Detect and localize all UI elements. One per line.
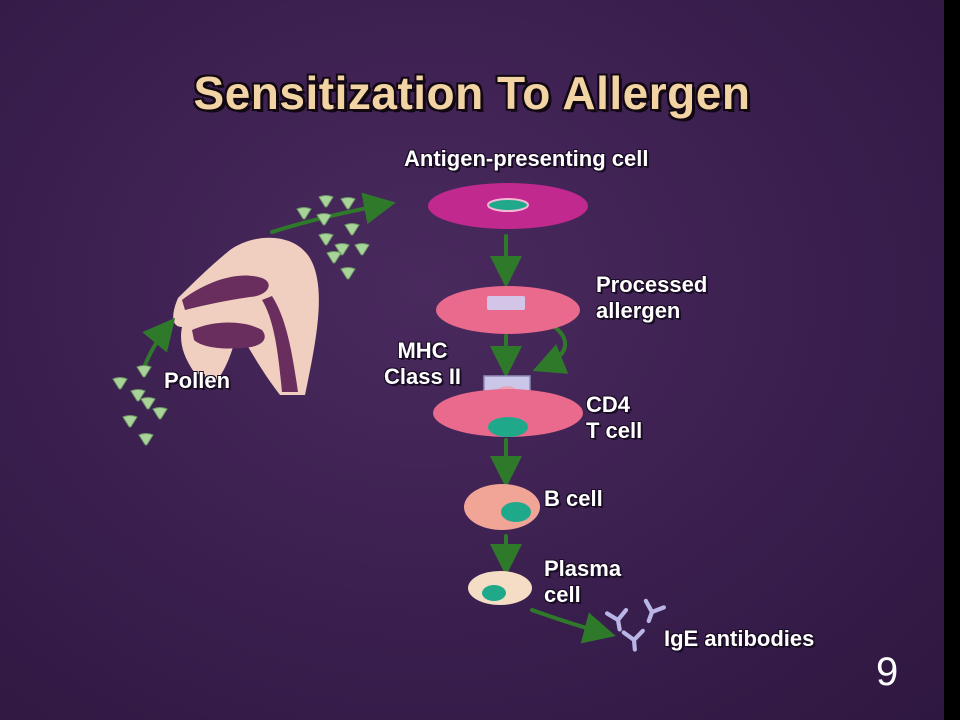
label-antigen-presenting-cell: Antigen-presenting cell — [404, 146, 649, 171]
page-number: 9 — [876, 650, 899, 694]
right-border — [944, 0, 960, 720]
slide-title: Sensitization To Allergen — [193, 67, 751, 119]
arrow-plasma-to-ige — [530, 608, 616, 644]
ige-antibody-icons — [607, 601, 664, 651]
pollen-grains-outside — [112, 365, 168, 446]
label-pollen: Pollen — [164, 368, 231, 393]
arrow-pollen-up — [142, 317, 176, 367]
head-profile — [173, 237, 319, 395]
b-cell — [464, 484, 540, 530]
cd4-t-cell — [433, 389, 583, 437]
nasal-passage — [182, 275, 269, 310]
label-b-cell: B cell — [544, 486, 603, 511]
plasma-cell — [468, 571, 532, 605]
throat — [262, 296, 298, 392]
label-plasma-cell: Plasma cell — [544, 556, 622, 607]
processed-allergen-cell — [436, 286, 580, 334]
processed-allergen-fragment — [487, 296, 525, 310]
arrow-inhale — [270, 192, 396, 234]
label-ige-antibodies: IgE antibodies — [664, 626, 815, 651]
label-processed-allergen: Processed allergen — [596, 272, 708, 323]
label-cd4-t-cell: CD4 T cell — [586, 392, 643, 443]
oral-cavity — [192, 322, 265, 349]
antigen-presenting-cell — [428, 183, 588, 229]
label-mhc-class-ii: MHC Class II — [384, 338, 462, 389]
